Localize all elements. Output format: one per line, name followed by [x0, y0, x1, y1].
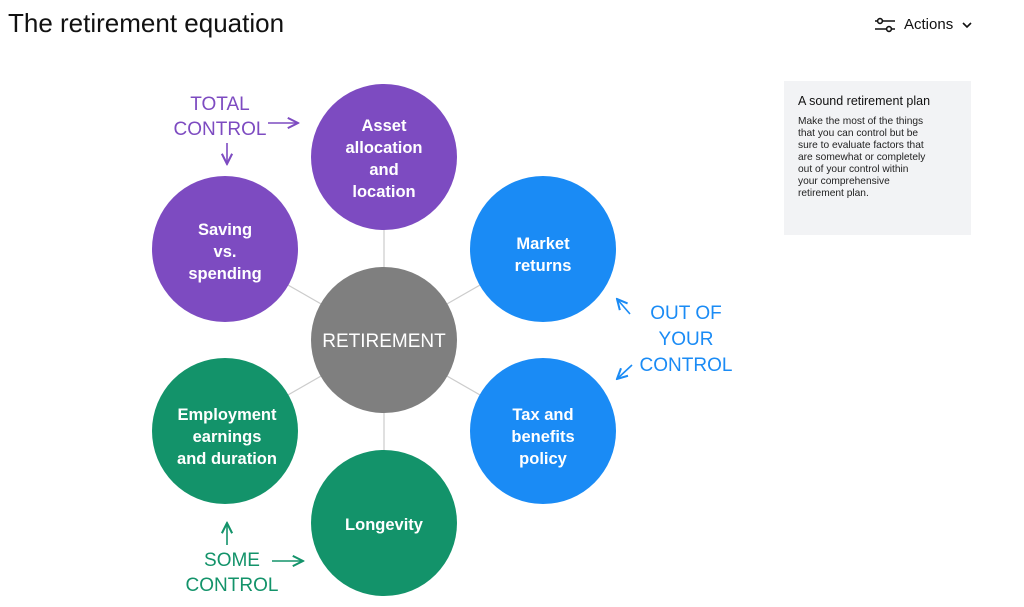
center-circle [311, 267, 457, 413]
node-tax-benefits: Tax and benefits policy [470, 358, 616, 504]
node-label: returns [515, 257, 572, 275]
annotation-label: OUT OF [650, 303, 721, 324]
info-line: out of your control within [798, 164, 909, 175]
node-saving-spending: Saving vs. spending [152, 176, 298, 322]
annotation-total-control: TOTAL CONTROL [174, 94, 298, 164]
node-label: Asset [362, 117, 407, 135]
info-panel-title: A sound retirement plan [798, 94, 931, 108]
node-circle [470, 176, 616, 322]
annotation-label: CONTROL [186, 575, 279, 596]
node-label: benefits [511, 428, 574, 446]
node-label: and duration [177, 450, 277, 468]
info-panel: A sound retirement plan Make the most of… [784, 81, 971, 235]
info-line: that you can control but be [798, 128, 919, 139]
node-employment: Employment earnings and duration [152, 358, 298, 504]
node-label: spending [188, 265, 261, 283]
annotation-label: TOTAL [190, 94, 249, 115]
node-circle [152, 176, 298, 322]
node-label: location [352, 183, 415, 201]
arrow-down-left-icon [617, 364, 633, 379]
info-panel-body: Make the most of the things that you can… [798, 116, 957, 200]
node-label: Tax and [512, 406, 573, 424]
chevron-down-icon [961, 20, 973, 30]
info-line: your comprehensive [798, 176, 890, 187]
annotation-label: CONTROL [174, 119, 267, 140]
annotation-label: YOUR [659, 329, 714, 350]
node-label: allocation [345, 139, 422, 157]
center-label: RETIREMENT [322, 331, 446, 352]
actions-button[interactable]: Actions [874, 16, 973, 33]
center-node: RETIREMENT [311, 267, 457, 413]
info-line: sure to evaluate factors that [798, 140, 924, 151]
node-label: policy [519, 450, 568, 468]
node-label: Employment [177, 406, 277, 424]
retirement-diagram: RETIREMENT Asset allocation and location… [152, 84, 732, 596]
node-longevity: Longevity [311, 450, 457, 596]
node-label: earnings [193, 428, 262, 446]
node-label: and [369, 161, 398, 179]
annotation-label: CONTROL [640, 355, 733, 376]
sliders-icon [874, 17, 896, 33]
node-circle [152, 358, 298, 504]
node-circle [311, 450, 457, 596]
arrow-up-left-icon [617, 299, 631, 315]
annotation-label: SOME [204, 550, 260, 571]
node-label: Longevity [345, 516, 424, 534]
info-line: retirement plan. [798, 188, 869, 199]
node-asset-allocation: Asset allocation and location [311, 84, 457, 230]
actions-label: Actions [904, 16, 954, 33]
info-line: are somewhat or completely [798, 152, 926, 163]
annotation-out-of-control: OUT OF YOUR CONTROL [617, 299, 732, 379]
node-label: Market [516, 235, 570, 253]
node-circle [470, 358, 616, 504]
node-label: Saving [198, 221, 252, 239]
node-market-returns: Market returns [470, 176, 616, 322]
node-circle [311, 84, 457, 230]
page-title: The retirement equation [8, 8, 285, 38]
node-label: vs. [214, 243, 237, 261]
annotation-some-control: SOME CONTROL [186, 523, 303, 596]
info-line: Make the most of the things [798, 116, 924, 127]
